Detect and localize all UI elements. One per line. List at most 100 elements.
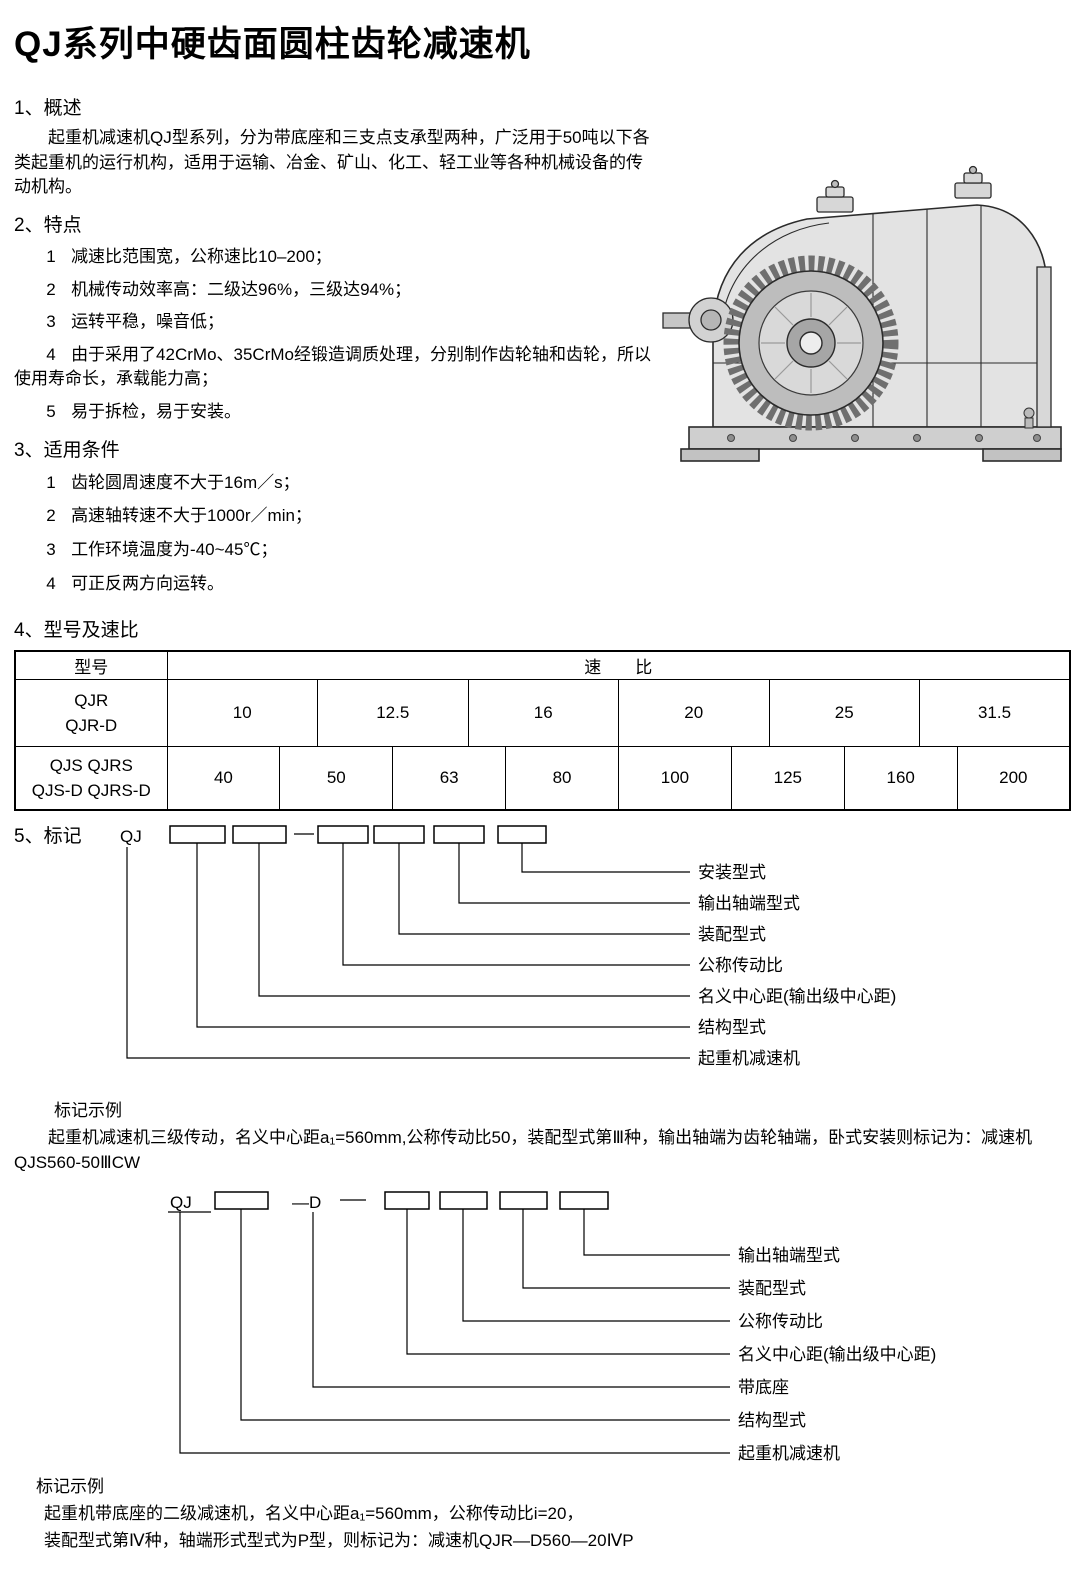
field-box <box>317 825 369 845</box>
condition-item-text: 可正反两方向运转。 <box>71 573 225 593</box>
model-name: QJR-D <box>65 716 118 736</box>
marking-diagram-1: 5、标记 QJ 安装型式 输出轴端型式 装配型式 公称传动比 名义中心距(输出级… <box>14 825 896 1068</box>
marking-label: 结构型式 <box>698 1018 766 1037</box>
condition-item-number: 4 <box>46 573 56 593</box>
model-header-cell: 型号 <box>14 650 168 681</box>
feature-item: 1 减速比范围宽，公称速比10–200； <box>14 245 659 270</box>
ratio-cell: 10 <box>166 679 318 748</box>
marking-label: 安装型式 <box>698 863 766 882</box>
ratio-cell: 40 <box>166 746 281 811</box>
condition-item-text: 齿轮圆周速度不大于16m／s； <box>71 472 300 492</box>
connector-line <box>462 1209 730 1322</box>
marking-label: 装配型式 <box>698 925 766 944</box>
page-title: QJ系列中硬齿面圆柱齿轮减速机 <box>14 25 531 64</box>
model-name: QJS QJRS <box>49 755 133 775</box>
ratio-cell: 200 <box>956 746 1071 811</box>
feature-item-text: 机械传动效率高：二级达96%，三级达94%； <box>71 279 412 299</box>
feature-item-text: 减速比范围宽，公称速比10–200； <box>71 246 332 266</box>
connector-line <box>458 843 690 904</box>
example-text: 起重机减速机三级传动，名义中心距a₁=560mm,公称传动比50，装配型式第Ⅲ种… <box>14 1127 1033 1172</box>
feature-item-number: 4 <box>46 344 56 364</box>
table-row: QJR QJR-D 10 12.5 16 20 25 31.5 <box>14 679 1071 748</box>
ratio-cell: 12.5 <box>317 679 469 748</box>
marking-label: 起重机减速机 <box>698 1049 800 1068</box>
marking-label: 装配型式 <box>738 1279 806 1298</box>
condition-item-number: 1 <box>46 472 56 492</box>
ratio-cell: 25 <box>768 679 920 748</box>
field-box <box>499 1191 548 1210</box>
model-cell: QJS QJRS QJS-D QJRS-D <box>14 746 168 811</box>
input-shaft <box>662 297 734 343</box>
connector-line <box>406 1209 730 1355</box>
feature-item-number: 3 <box>46 312 56 332</box>
model-name: QJR <box>74 690 109 710</box>
field-box <box>373 825 425 845</box>
field-box <box>433 825 485 845</box>
gear-reducer-drawing <box>662 165 1062 462</box>
connector-line <box>342 843 690 966</box>
ratio-cell: 50 <box>279 746 394 811</box>
marking-label: 起重机减速机 <box>738 1444 840 1463</box>
connector-line <box>179 1212 730 1454</box>
table-row: QJS QJRS QJS-D QJRS-D 40 50 63 80 100 12… <box>14 746 1071 811</box>
section-conditions-heading: 3、适用条件 <box>14 439 120 461</box>
inspection-caps <box>816 165 992 213</box>
feature-item: 2 机械传动效率高：二级达96%，三级达94%； <box>14 278 659 303</box>
connector-line <box>521 843 690 873</box>
ratio-cell: 31.5 <box>919 679 1071 748</box>
speed-ratio-table: 型号 速 比 QJR QJR-D 10 12.5 16 20 25 31.5 Q… <box>14 650 1071 812</box>
base-code: —D <box>292 1193 321 1212</box>
example-text-line: 装配型式第Ⅳ种，轴端形式型式为P型，则标记为：减速机QJR—D560—20ⅣP <box>44 1530 634 1550</box>
marking-prefix: QJ <box>170 1193 192 1212</box>
condition-item: 2 高速轴转速不大于1000r／min； <box>14 504 659 529</box>
ratio-cell: 63 <box>392 746 507 811</box>
top-section: 1、概述 起重机减速机QJ型系列，分为带底座和三支点支承型两种，广泛用于50吨以… <box>14 83 1071 605</box>
section-models-heading: 4、型号及速比 <box>14 620 139 642</box>
condition-item: 3 工作环境温度为-40~45℃； <box>14 538 659 563</box>
reducer-base <box>680 426 1062 462</box>
drain-cock <box>1023 407 1035 429</box>
field-box <box>232 825 287 845</box>
field-box <box>169 825 226 845</box>
condition-item-number: 3 <box>46 540 56 560</box>
connector-line <box>583 1209 730 1256</box>
conditions-list: 1 齿轮圆周速度不大于16m／s； 2 高速轴转速不大于1000r／min； 3 工作… <box>14 471 659 597</box>
overview-paragraph: 起重机减速机QJ型系列，分为带底座和三支点支承型两种，广泛用于50吨以下各类起重… <box>14 128 650 197</box>
condition-item-number: 2 <box>46 506 56 526</box>
condition-item-text: 工作环境温度为-40~45℃； <box>71 540 278 560</box>
connector-line <box>126 847 690 1059</box>
feature-item-number: 5 <box>46 402 56 422</box>
feature-item: 5 易于拆检，易于安装。 <box>14 400 659 425</box>
condition-item-text: 高速轴转速不大于1000r／min； <box>71 506 312 526</box>
example-heading: 标记示例 <box>54 1101 122 1121</box>
field-box <box>497 825 547 845</box>
marking-label: 公称传动比 <box>698 956 783 975</box>
ratio-cell: 160 <box>843 746 958 811</box>
gear-reducer-illustration <box>659 83 1081 489</box>
marking-label: 结构型式 <box>738 1411 806 1430</box>
ratio-cell: 125 <box>730 746 845 811</box>
ratio-cell: 20 <box>618 679 770 748</box>
section-marking-heading: 5、标记 <box>14 825 82 847</box>
model-cell: QJR QJR-D <box>14 679 168 748</box>
ratio-cell: 100 <box>618 746 732 811</box>
end-flange <box>1036 266 1052 428</box>
feature-item-text: 易于拆检，易于安装。 <box>71 402 242 422</box>
ratio-cell: 80 <box>505 746 619 811</box>
example-text-line: 起重机带底座的二级减速机，名义中心距a₁=560mm，公称传动比i=20， <box>44 1503 584 1523</box>
section-features-heading: 2、特点 <box>14 214 82 236</box>
field-box <box>384 1191 430 1210</box>
connector-line <box>312 1212 730 1388</box>
example-heading: 标记示例 <box>36 1477 104 1497</box>
marking-label: 名义中心距(输出级中心距) <box>698 987 896 1006</box>
field-box <box>214 1191 269 1210</box>
connector-line <box>196 843 690 1028</box>
marking-label: 输出轴端型式 <box>698 894 800 913</box>
section-overview-heading: 1、概述 <box>14 98 82 119</box>
feature-item-number: 2 <box>46 279 56 299</box>
condition-item: 1 齿轮圆周速度不大于16m／s； <box>14 471 659 496</box>
feature-item-number: 1 <box>46 246 56 266</box>
